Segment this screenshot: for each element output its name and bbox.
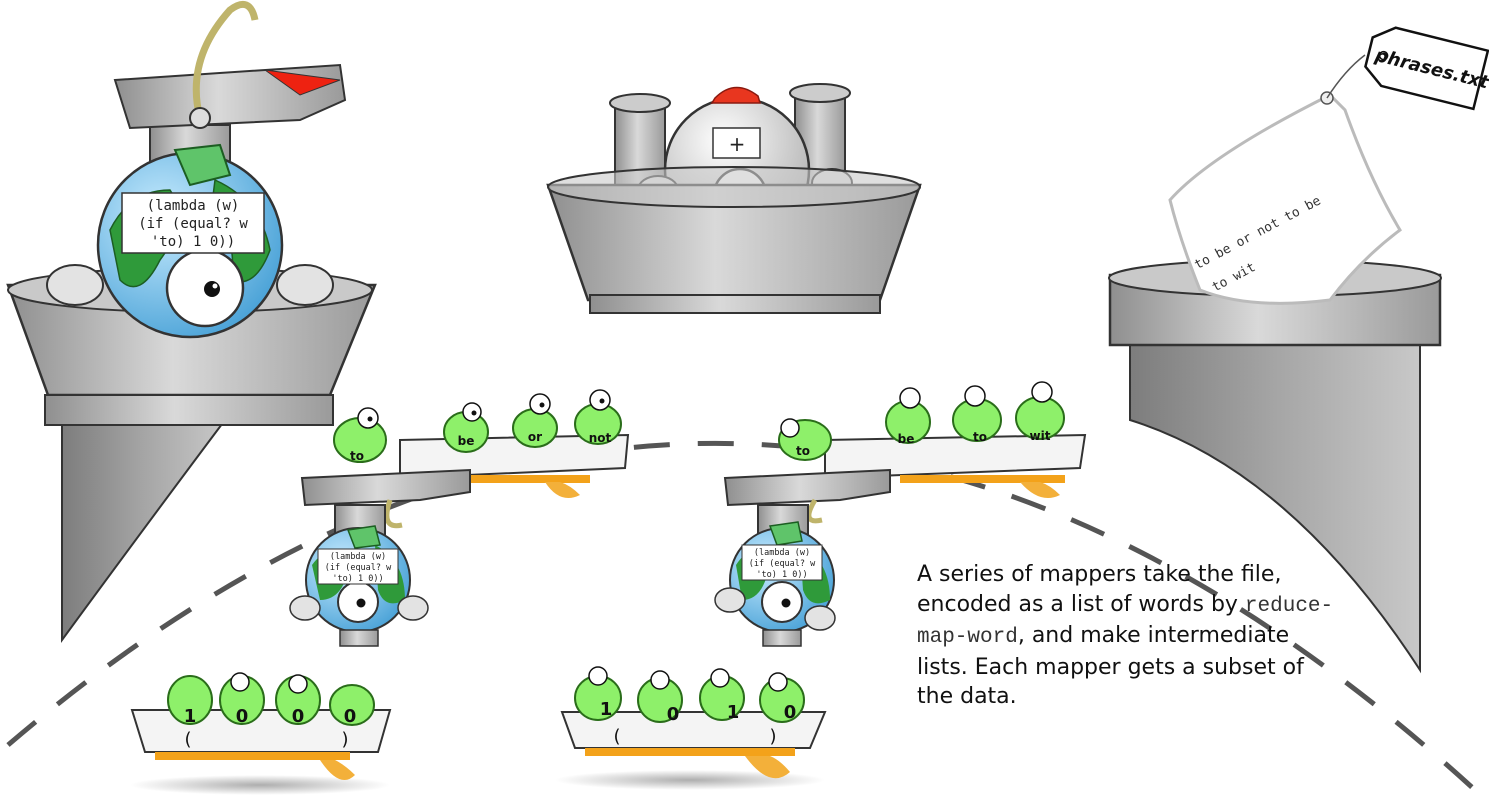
caption-part-1: A series of mappers take the file, encod… <box>917 562 1282 617</box>
mapper-a: to be or not (l <box>130 389 630 795</box>
mapper-b-word-2: be <box>898 432 915 446</box>
mapper-a-frog-out-3: 0 <box>275 674 321 727</box>
hopper-plate <box>113 63 347 130</box>
mapper-b-out-3: 1 <box>727 702 740 723</box>
left-lambda-line-3: 'to) 1 0)) <box>151 234 235 250</box>
mapper-a-word-3: or <box>528 430 542 444</box>
mapper-a-frog-out-1: 1 <box>167 675 213 727</box>
mapper-a-lambda-3: 'to) 1 0)) <box>332 574 383 584</box>
left-lambda-line-1: (lambda (w) <box>147 198 240 214</box>
left-lambda-card: (lambda (w) (if (equal? w 'to) 1 0)) <box>121 192 265 254</box>
mapper-b-open-paren: ( <box>613 726 620 747</box>
top-reducer: + <box>546 83 922 314</box>
mapper-b-out-1: 1 <box>600 699 613 720</box>
mapper-a-out-2: 0 <box>236 706 249 727</box>
mapper-a-lambda-1: (lambda (w) <box>330 552 386 562</box>
left-globe-mapper <box>46 0 347 339</box>
mapper-b-lambda-3: 'to) 1 0)) <box>756 570 807 580</box>
dashed-arc <box>6 440 1477 792</box>
phrases-file: to be or not to be to wit phrases.txt <box>1168 26 1489 305</box>
mapper-b-frog-out-3: 1 <box>699 668 745 723</box>
reducer-plus-label: + <box>729 132 746 156</box>
mapper-a-frog-to: to <box>333 407 387 463</box>
mapper-a-frog-be: be <box>443 402 489 453</box>
left-lambda-line-2: (if (equal? w <box>138 216 248 232</box>
mapper-a-lambda-2: (if (equal? w <box>325 563 392 573</box>
mapper-b-word-3: to <box>973 430 987 444</box>
mapper-a-frog-out-4: 0 <box>329 684 375 727</box>
mapper-a-out-3: 0 <box>292 706 305 727</box>
mapper-b-input-tray <box>824 433 1087 499</box>
mapper-b-word-4: wit <box>1030 429 1051 443</box>
mapper-b: to be to wit (lambda (w) (if (eq <box>555 381 1087 790</box>
caption-part-2: , and make intermediate lists. Each mapp… <box>917 623 1304 709</box>
mapper-b-frog-to: to <box>778 418 832 461</box>
mapper-b-lambda-2: (if (equal? w <box>749 559 816 569</box>
mapper-a-frog-not: not <box>574 389 622 445</box>
mapper-a-out-4: 0 <box>344 706 357 727</box>
mapper-b-out-4: 0 <box>784 702 797 723</box>
mapper-b-frog-be: be <box>885 387 931 446</box>
mapper-a-word-4: not <box>589 431 612 445</box>
mapper-b-out-2: 0 <box>667 704 680 725</box>
mapper-a-frog-out-2: 0 <box>219 672 265 727</box>
mapper-a-open-paren: ( <box>184 729 191 750</box>
mapper-a-close-paren: ) <box>341 729 348 750</box>
mapper-a-out-1: 1 <box>184 706 197 727</box>
mapper-b-frog-out-1: 1 <box>574 666 622 721</box>
mapper-b-frog-out-4: 0 <box>759 672 805 723</box>
mapper-b-output-tray: ( ) <box>555 711 827 790</box>
mapper-b-close-paren: ) <box>769 726 776 747</box>
mapper-a-frog-or: or <box>512 393 558 448</box>
mapper-b-frog-to-2: to <box>952 385 1002 444</box>
mapper-a-word-1: to <box>350 449 364 463</box>
caption-text: A series of mappers take the file, encod… <box>917 560 1337 712</box>
mapper-b-lambda-1: (lambda (w) <box>754 548 810 558</box>
mapper-a-word-2: be <box>458 434 475 448</box>
mapper-b-frog-out-2: 0 <box>637 670 683 725</box>
caption-code: reduce-map-word <box>917 594 1334 650</box>
mapper-b-frog-wit: wit <box>1015 381 1065 443</box>
mapper-b-word-1: to <box>796 444 810 458</box>
